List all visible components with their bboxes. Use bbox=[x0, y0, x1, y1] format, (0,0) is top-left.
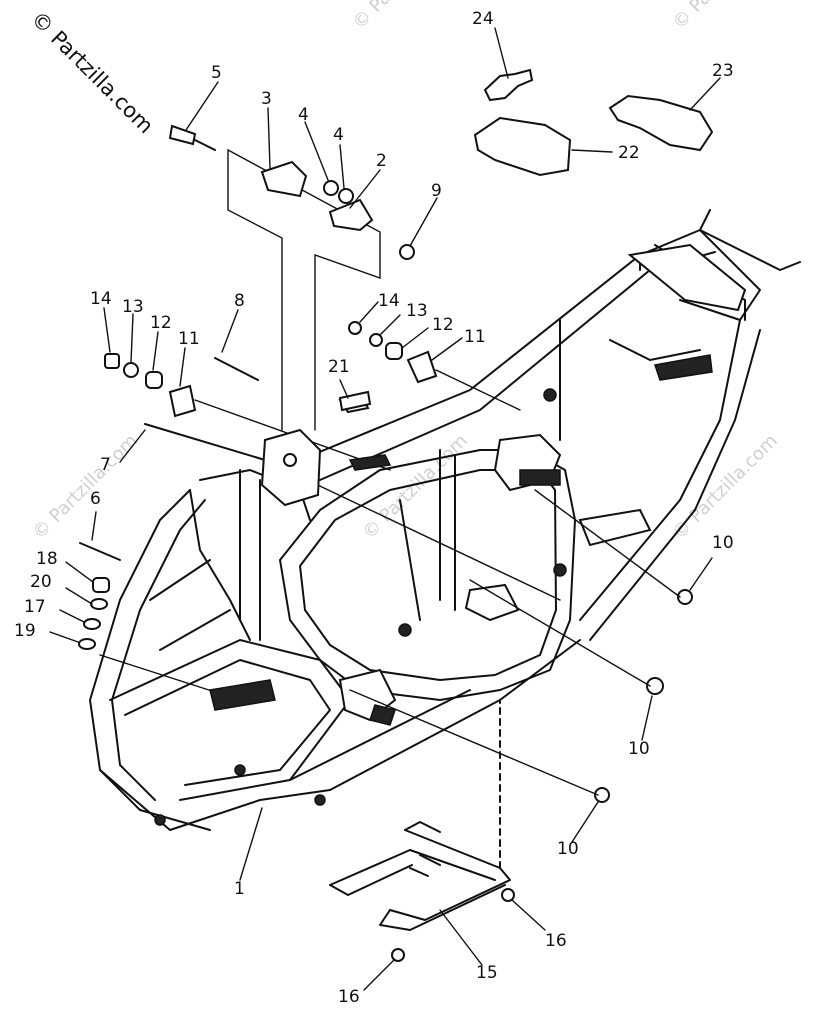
leader-lines bbox=[49, 27, 721, 991]
callout-9: 9 bbox=[431, 181, 442, 201]
callout-19: 19 bbox=[14, 621, 36, 641]
callout-4: 4 bbox=[333, 125, 344, 145]
callout-18: 18 bbox=[36, 549, 58, 569]
callout-23: 23 bbox=[712, 61, 734, 81]
callout-3: 3 bbox=[261, 89, 272, 109]
callout-11: 11 bbox=[464, 327, 486, 347]
part-23-cover bbox=[608, 94, 714, 152]
watermark-faint: © Partzilla.com bbox=[29, 430, 142, 543]
engine-mount-bracket-group bbox=[168, 124, 415, 431]
callout-5: 5 bbox=[211, 63, 222, 83]
front-mount-stack bbox=[78, 542, 241, 701]
callout-14: 14 bbox=[90, 289, 112, 309]
nuts-10 bbox=[349, 489, 693, 803]
callout-4: 4 bbox=[298, 105, 309, 125]
callout-22: 22 bbox=[618, 143, 640, 163]
part-24-bracket bbox=[483, 68, 534, 102]
callout-12: 12 bbox=[432, 315, 454, 335]
callout-7: 7 bbox=[100, 455, 111, 475]
callout-13: 13 bbox=[122, 297, 144, 317]
main-frame bbox=[89, 209, 801, 831]
watermark-faint: © Partzilla.com bbox=[349, 0, 462, 34]
callout-17: 17 bbox=[24, 597, 46, 617]
callout-10: 10 bbox=[628, 739, 650, 759]
callout-labels: 24 23 22 5 3 4 4 2 9 14 13 12 11 8 14 13… bbox=[14, 9, 734, 1007]
left-bushing-stack bbox=[104, 353, 561, 601]
callout-20: 20 bbox=[30, 572, 52, 592]
watermark-faint: © Partzilla.com bbox=[669, 0, 782, 34]
callout-2: 2 bbox=[376, 151, 387, 171]
callout-6: 6 bbox=[90, 489, 101, 509]
callout-11: 11 bbox=[178, 329, 200, 349]
callout-16: 16 bbox=[545, 931, 567, 951]
callout-10: 10 bbox=[557, 839, 579, 859]
watermark-main: © Partzilla.com bbox=[26, 7, 158, 139]
callout-21: 21 bbox=[328, 357, 350, 377]
callout-14: 14 bbox=[378, 291, 400, 311]
callout-13: 13 bbox=[406, 301, 428, 321]
callout-16: 16 bbox=[338, 987, 360, 1007]
callout-12: 12 bbox=[150, 313, 172, 333]
callout-1: 1 bbox=[234, 879, 245, 899]
skid-plate-15 bbox=[329, 699, 515, 962]
callout-8: 8 bbox=[234, 291, 245, 311]
callout-24: 24 bbox=[472, 9, 494, 29]
callout-10: 10 bbox=[712, 533, 734, 553]
part-22-pad bbox=[473, 116, 572, 177]
callout-15: 15 bbox=[476, 963, 498, 983]
